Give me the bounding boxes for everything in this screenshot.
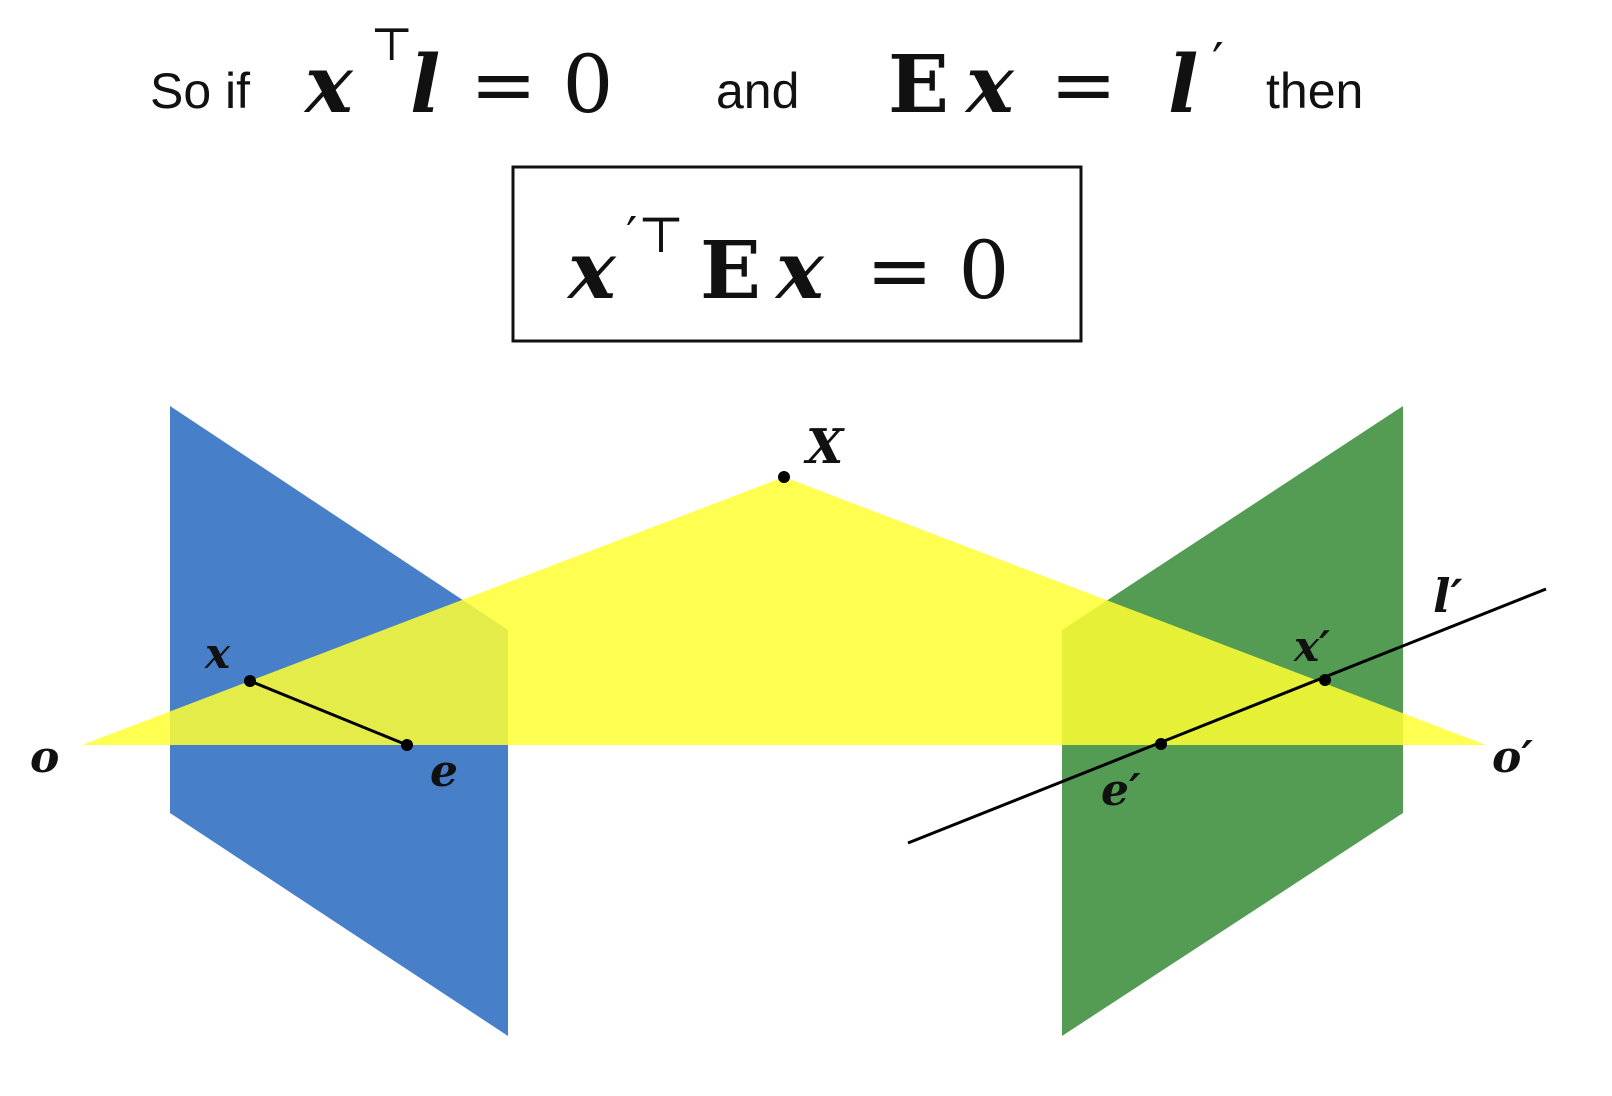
heading-eq2-x: x: [964, 37, 1015, 131]
label-e: e: [430, 746, 458, 797]
heading-so-if: So if: [150, 63, 250, 119]
label-x-prime: x′: [1293, 622, 1330, 671]
points: [244, 471, 1331, 751]
heading-eq1-l: l: [410, 37, 440, 131]
planes: [82, 406, 1486, 1036]
heading-eq1-x: x: [303, 37, 354, 131]
epipolar-line-left: [249, 679, 408, 747]
label-X: X: [803, 419, 845, 475]
boxed-eq-x: x: [774, 223, 825, 317]
boxed-eq-prime-transpose: ′⊤: [626, 206, 684, 264]
label-e-prime: e′: [1101, 765, 1141, 816]
boxed-eq-x-prime: x: [566, 223, 617, 317]
boxed-eq-equals-zero: = 0: [866, 224, 1009, 317]
boxed-eq-E: E: [700, 223, 761, 317]
heading-eq2-equals: =: [1050, 38, 1117, 131]
label-o-prime: o′: [1492, 732, 1533, 783]
point-e-prime: [1155, 738, 1167, 750]
labels: X x x′ o o′ e e′ l′: [30, 419, 1533, 816]
heading-eq1-transpose: ⊤: [370, 17, 413, 71]
heading-eq1-equals-zero: = 0: [470, 38, 613, 131]
point-X: [778, 471, 790, 483]
point-e: [401, 739, 413, 751]
heading-and: and: [716, 63, 799, 119]
boxed-equation: x ′⊤ E x = 0: [511, 165, 1083, 343]
point-x: [244, 675, 256, 687]
heading-eq2-E: E: [888, 37, 949, 131]
label-o: o: [30, 732, 59, 783]
heading-eq2-l: l: [1168, 37, 1198, 131]
epipolar-line-l-prime: [907, 587, 1547, 845]
label-x: x: [204, 629, 231, 678]
label-l-prime: l′: [1433, 569, 1463, 623]
lines: [249, 587, 1547, 845]
heading: So if x ⊤ l = 0 and E x = l ′ then: [150, 17, 1363, 131]
equation-box: [511, 165, 1083, 343]
heading-eq2-prime: ′: [1212, 33, 1224, 93]
epipolar-plane: [82, 477, 1486, 745]
heading-then: then: [1266, 63, 1363, 119]
point-x-prime: [1319, 674, 1331, 686]
